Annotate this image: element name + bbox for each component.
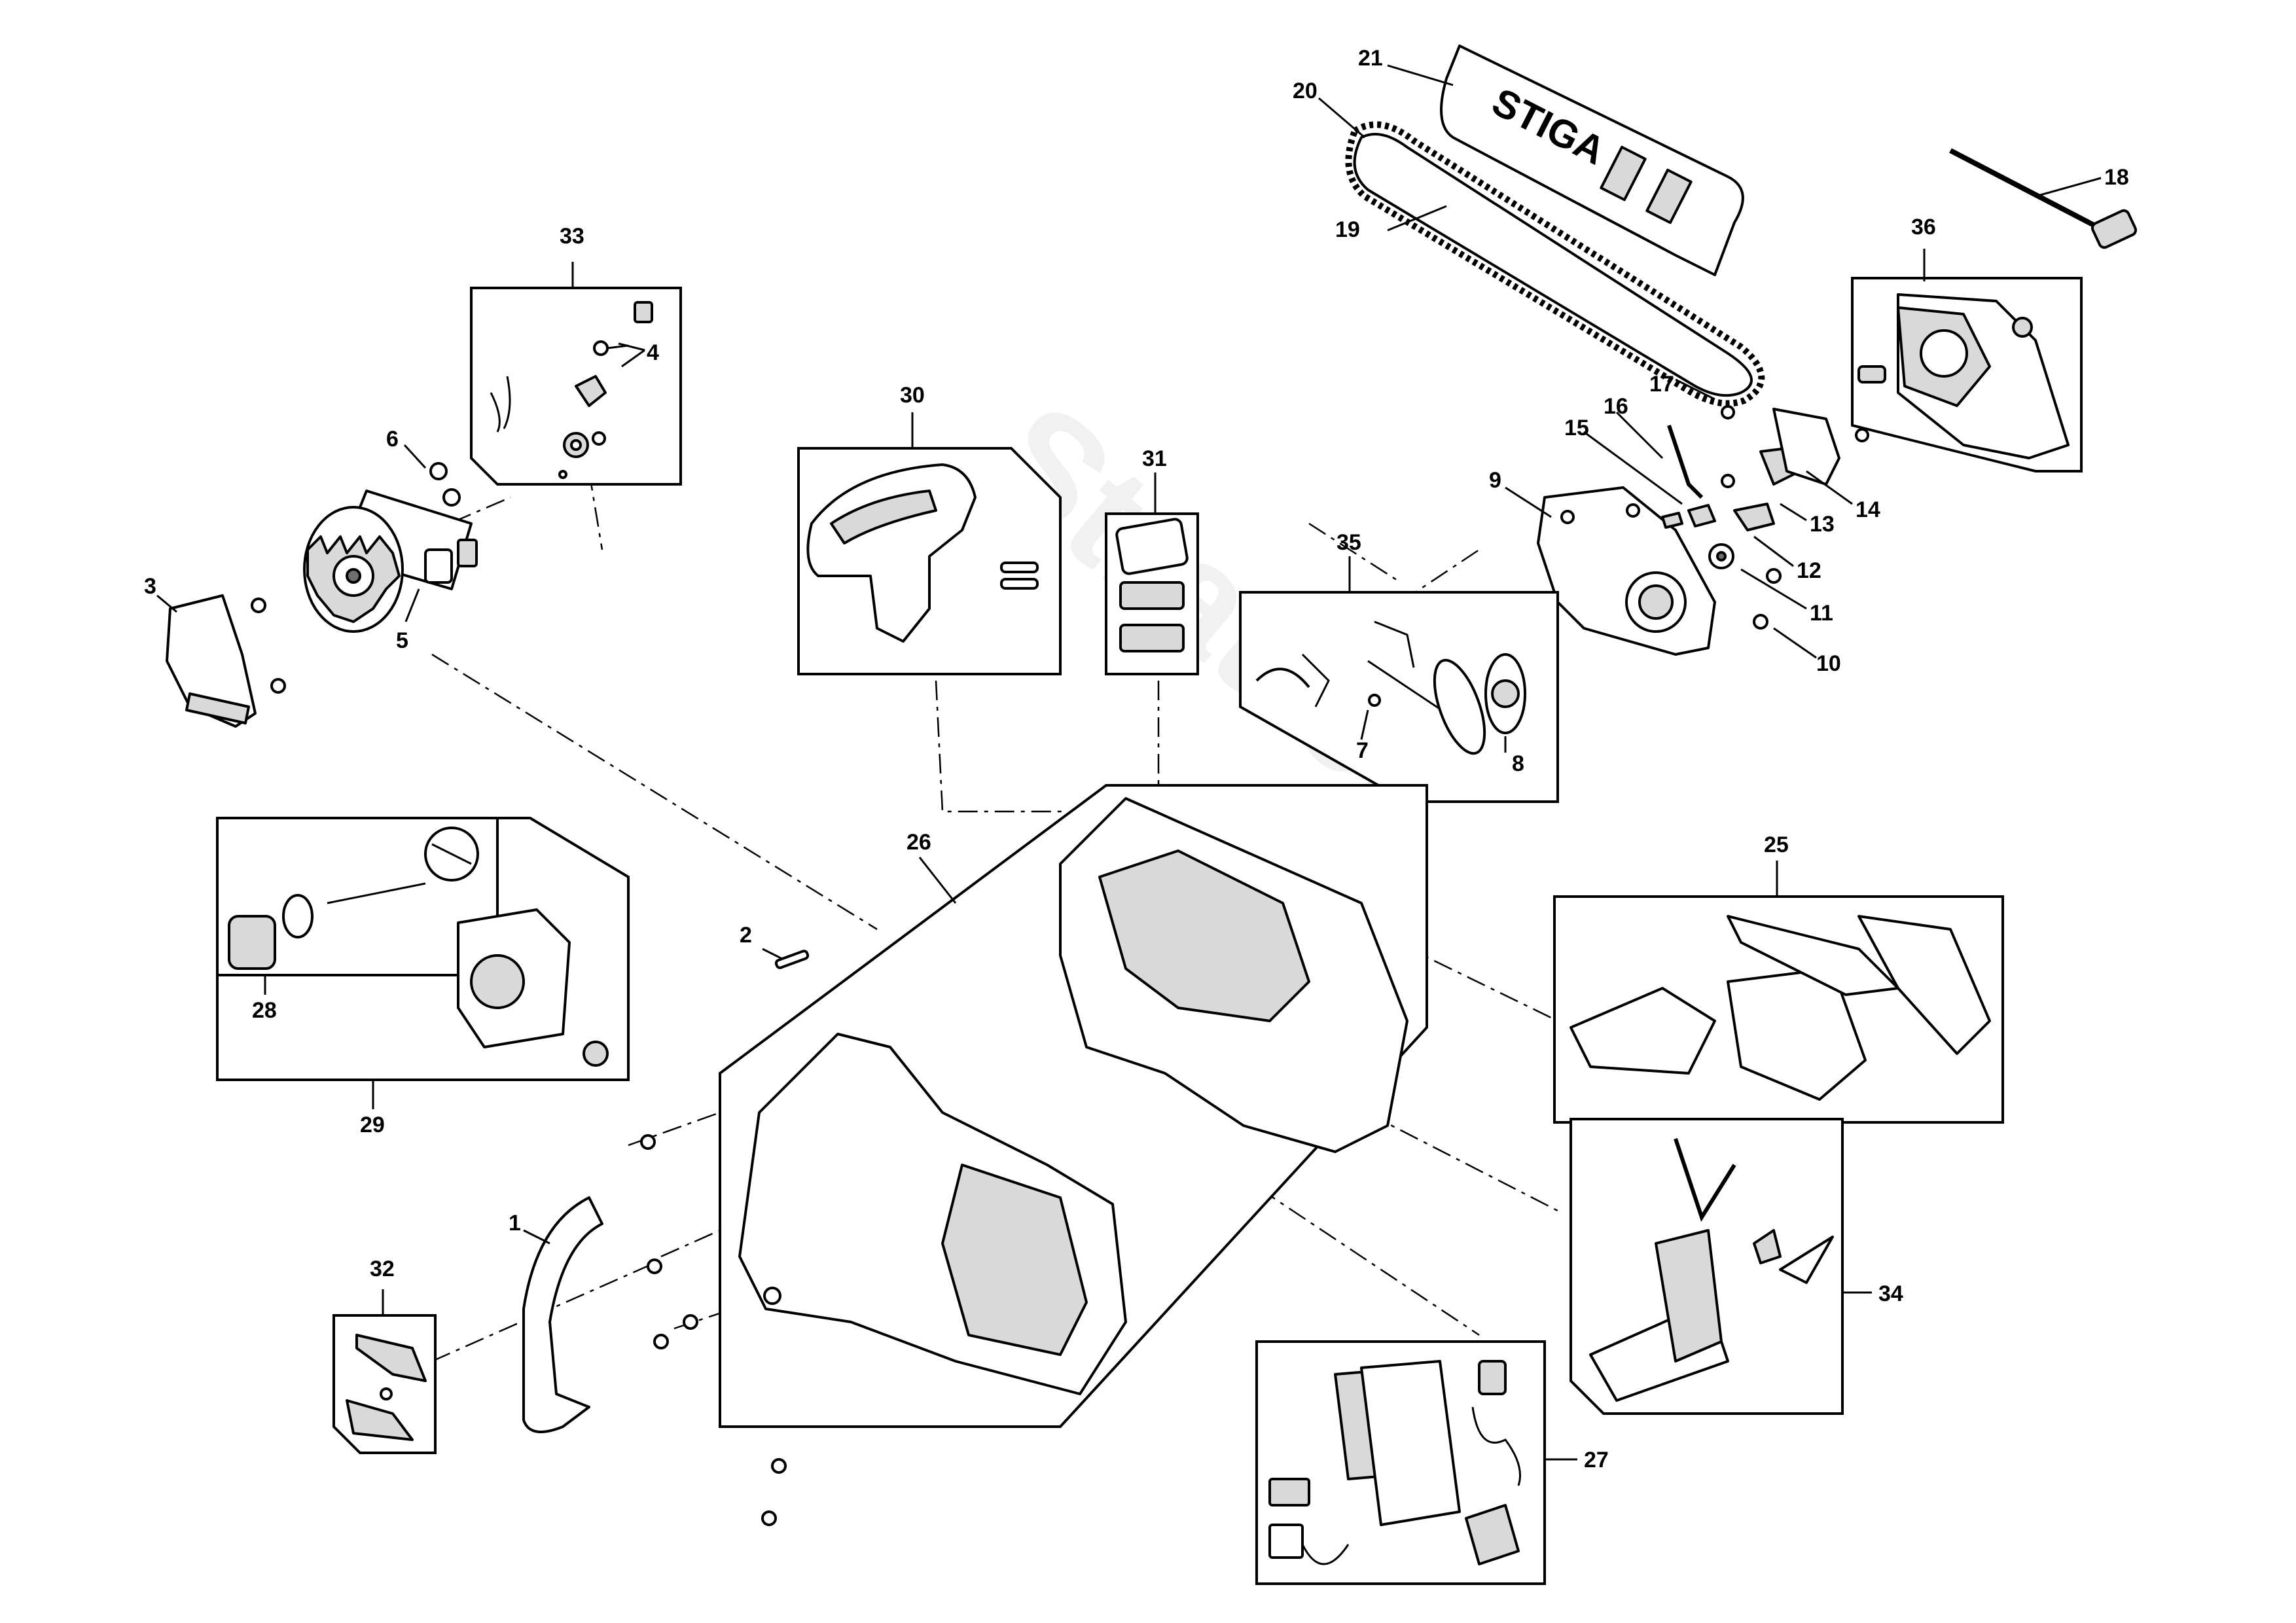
part-group-25 (1553, 895, 2004, 1124)
label-18: 18 (2104, 165, 2129, 190)
part-group-27 (1255, 1340, 1546, 1585)
label-31: 31 (1142, 446, 1167, 471)
label-19: 19 (1335, 217, 1360, 242)
label-10: 10 (1816, 651, 1841, 676)
part-group-33 (470, 287, 682, 486)
label-9: 9 (1489, 468, 1501, 493)
part-group-36 (1851, 277, 2083, 473)
motor-cover-3 (166, 594, 257, 728)
label-6: 6 (386, 427, 399, 452)
label-11: 11 (1810, 601, 1833, 626)
front-handle-1 (522, 1196, 603, 1433)
label-36: 36 (1911, 215, 1936, 240)
label-8: 8 (1512, 751, 1524, 776)
combination-tool-18 (1949, 148, 2138, 249)
label-4: 4 (647, 340, 659, 365)
part-labels: 33 4 6 5 3 21 20 19 18 36 17 16 15 9 14 … (144, 46, 2129, 1472)
part-group-32 (332, 1314, 437, 1454)
label-5: 5 (396, 628, 408, 653)
label-17: 17 (1649, 372, 1674, 397)
label-2: 2 (740, 923, 752, 948)
label-26: 26 (906, 830, 931, 855)
label-1: 1 (509, 1211, 521, 1236)
part-group-29 (216, 817, 630, 1081)
label-leaders (156, 64, 2102, 1461)
label-7: 7 (1356, 738, 1369, 763)
label-14: 14 (1856, 497, 1880, 522)
part-group-31 (1105, 512, 1199, 675)
label-35: 35 (1336, 530, 1361, 555)
label-32: 32 (370, 1257, 395, 1281)
label-3: 3 (144, 574, 156, 599)
motor-assembly (251, 462, 478, 694)
small-parts (1661, 405, 1869, 630)
part-group-26 (719, 784, 1428, 1428)
label-16: 16 (1604, 394, 1628, 419)
label-12: 12 (1797, 558, 1821, 583)
label-21: 21 (1358, 46, 1383, 71)
label-34: 34 (1878, 1281, 1903, 1306)
label-15: 15 (1564, 416, 1589, 440)
label-13: 13 (1810, 512, 1835, 537)
part-group-34 (1570, 1118, 1844, 1415)
label-33: 33 (560, 224, 584, 249)
label-29: 29 (360, 1113, 385, 1137)
label-27: 27 (1584, 1448, 1609, 1472)
part-group-30 (797, 447, 1062, 675)
label-30: 30 (900, 383, 925, 408)
saw-chain-20 (1345, 121, 1765, 407)
label-25: 25 (1764, 832, 1789, 857)
label-20: 20 (1293, 79, 1318, 103)
screws (640, 950, 810, 1526)
guide-bar-19 (1353, 133, 1753, 397)
label-28: 28 (252, 998, 277, 1023)
sprocket-cover-9 (1537, 486, 1716, 656)
part-group-35 (1239, 591, 1559, 803)
